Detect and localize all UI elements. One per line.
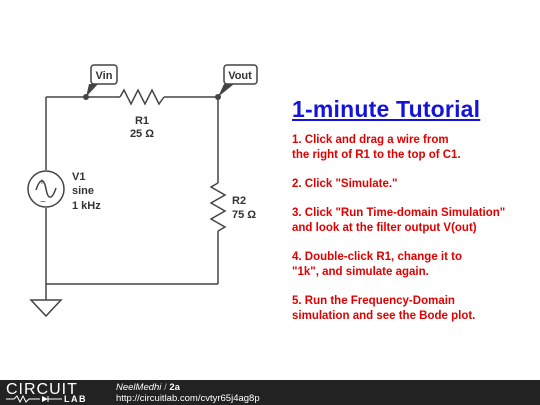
resistor-r1[interactable] [119,88,165,106]
circuit-url-link[interactable]: http://circuitlab.com/cvtyr65j4ag8p [116,393,260,404]
tutorial-step-4: 4. Double-click R1, change it to "1k", a… [292,250,532,280]
r1-value: 25 Ω [130,128,154,140]
author-separator: / [164,382,167,393]
step-1-line-2: the right of R1 to the top of C1. [292,149,461,161]
v1-name: V1 [72,171,85,183]
resistor-r2[interactable] [209,182,227,232]
voltage-source-v1[interactable]: + − [27,170,65,208]
r2-name: R2 [232,195,246,207]
step-4-line-1: 4. Double-click R1, change it to [292,251,462,263]
r1-name: R1 [135,115,149,127]
node-label-vout[interactable]: Vout [218,64,258,97]
tutorial-step-3: 3. Click "Run Time-domain Simulation" an… [292,206,532,236]
step-2-line-1: 2. Click "Simulate." [292,178,398,190]
tutorial-step-2: 2. Click "Simulate." [292,177,532,192]
step-5-line-1: 5. Run the Frequency-Domain [292,295,455,307]
tutorial-panel: 1-minute Tutorial 1. Click and drag a wi… [292,96,532,338]
author-link[interactable]: NeelMedhi [116,382,162,393]
circuitlab-logo-bottom: LAB [64,394,87,404]
ground-symbol[interactable] [29,299,63,318]
v1-type: sine [72,185,94,197]
node-label-vout-text: Vout [228,70,252,82]
tutorial-title[interactable]: 1-minute Tutorial [292,96,481,122]
step-4-line-2: "1k", and simulate again. [292,266,429,278]
circuitlab-logo-wave-icon [6,395,62,403]
step-3-line-2: and look at the filter output V(out) [292,222,477,234]
svg-text:−: − [40,197,46,208]
tutorial-step-1: 1. Click and drag a wire from the right … [292,133,532,163]
footer-bar: CIRCUIT LAB NeelMedhi / 2a http://circui… [0,380,540,405]
svg-text:+: + [39,177,45,188]
step-1-line-1: 1. Click and drag a wire from [292,134,449,146]
node-label-vin-text: Vin [96,70,113,82]
step-5-line-2: simulation and see the Bode plot. [292,310,476,322]
footer-author-line: NeelMedhi / 2a [116,382,180,393]
tutorial-step-5: 5. Run the Frequency-Domain simulation a… [292,294,532,324]
circuitlab-logo-top[interactable]: CIRCUIT [6,381,78,398]
r2-value: 75 Ω [232,209,256,221]
node-label-vin[interactable]: Vin [86,64,118,97]
circuit-title[interactable]: 2a [169,382,180,393]
v1-frequency: 1 kHz [72,200,101,212]
step-3-line-1: 3. Click "Run Time-domain Simulation" [292,207,506,219]
